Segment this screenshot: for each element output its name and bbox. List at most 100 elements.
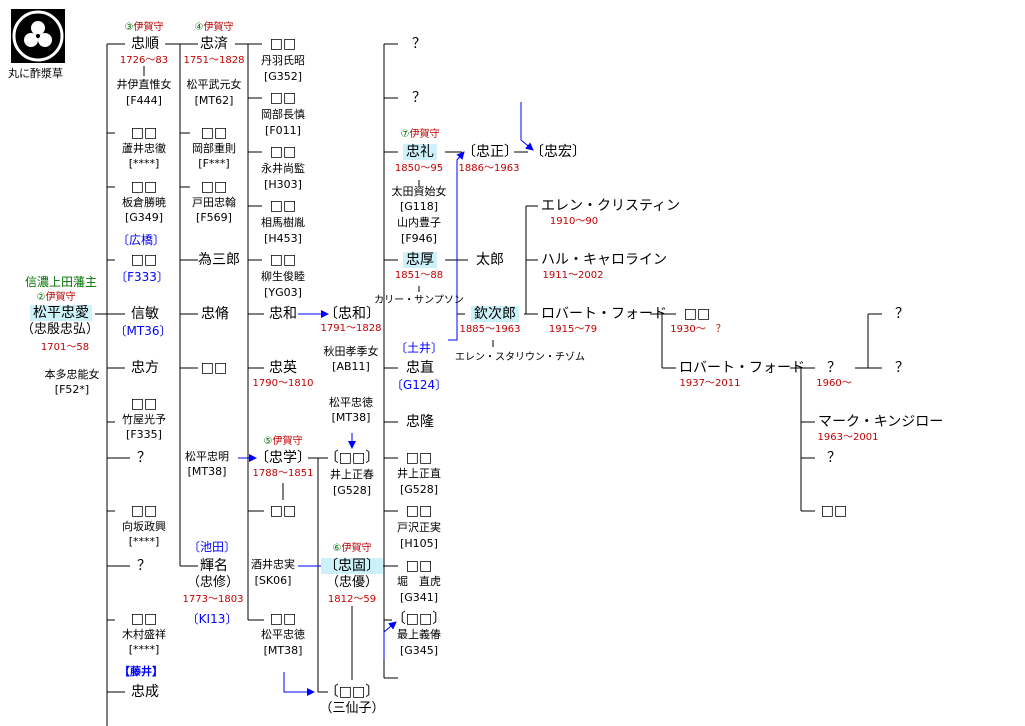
c5-tadataka[interactable]: 忠隆 [406,414,434,430]
c2-teruna[interactable]: 輝名 [200,558,228,574]
c1-q2: ？ [137,558,151,574]
c7-robert1-years: 1915～79 [548,324,598,335]
c4-box1[interactable]: 〔□□〕 [324,450,380,466]
c2-tadazumi[interactable]: 忠済 [200,36,228,52]
c1-box5-code: [****] [128,535,160,548]
c0-wife-code: [F52*] [54,383,90,396]
c1-box4[interactable]: □□ [130,396,158,412]
c2-box2[interactable]: □□ [200,179,228,195]
c2-box1[interactable]: □□ [200,125,228,141]
c5-box1[interactable]: □□ [405,450,433,466]
c2-box3[interactable]: □□ [200,360,228,376]
c2-box1-spouse: 岡部重則 [192,142,236,155]
c1-box2-code: [G349] [124,211,164,224]
c3-box6[interactable]: □□ [269,503,297,519]
c5-box4[interactable]: 〔□□〕 [391,611,447,627]
c1-rank: ③伊賀守 [124,22,164,33]
c4-box1-spouse: 井上正春 [330,468,374,481]
c1-box1[interactable]: □□ [130,125,158,141]
c6-kinjiro[interactable]: 欽次郎 [471,306,519,323]
c5-doi: 〔土井〕 [394,341,444,355]
c5-tadaatsu-wife: カリー・サンプソン [374,295,464,306]
c3-box7-code: [MT38] [263,644,303,657]
c1-fujii: 【藤井】 [119,665,163,678]
c1-box2[interactable]: □□ [130,179,158,195]
c0-name[interactable]: 松平忠愛 [30,305,92,322]
c1-box6-spouse: 木村盛祥 [122,628,166,641]
c2-tadaaki-src: 松平忠明 [185,450,229,463]
c5-tadaatsu[interactable]: 忠厚 [403,252,437,269]
c7-tadahiro[interactable]: 〔忠宏〕 [530,144,586,160]
c3-box7[interactable]: □□ [269,611,297,627]
c2-ikeda: 〔池田〕 [187,540,237,554]
c5-tadanari-wife2-code: [F946] [401,232,437,245]
c5-q1: ？ [412,36,426,52]
c2-tadanaga[interactable]: 忠脩 [201,306,229,322]
c9-box1[interactable]: □□ [820,503,848,519]
c1-hirohashi: 〔広橋〕 [116,233,166,247]
c8-robert2[interactable]: ロバート・フォード [679,360,805,376]
c0-title: 信濃上田藩主 [24,275,98,289]
c1-tadanori[interactable]: 忠順 [131,36,159,52]
c7-robert1[interactable]: ロバート・フォード [541,306,667,322]
c1-box3[interactable]: □□ [130,252,158,268]
c8-box1[interactable]: □□ [683,306,711,322]
c9-mark[interactable]: マーク・キンジロー [818,414,944,430]
c4-tadakata-years: 1812～59 [327,594,377,605]
c5-box1-code: [G528] [399,483,439,496]
c4-tadakata[interactable]: 〔忠固〕 [321,558,383,575]
c5-tadanao-code: 〔G124〕 [390,378,448,392]
c2-teruna-alias: （忠修） [186,575,240,590]
c5-tadanari[interactable]: 忠礼 [403,144,437,161]
c5-tadanari-wife1: 太田資始女 [391,185,447,198]
c4-box2[interactable]: 〔□□〕 [324,684,380,700]
c6-taro[interactable]: 太郎 [476,252,504,268]
c3-tadazane[interactable]: 〔忠学〕 [255,450,311,466]
c6-tadamasa-years: 1886～1963 [458,163,520,174]
c5-tadaatsu-years: 1851～88 [394,270,444,281]
c0-wife: 本多忠能女 [44,368,100,381]
crest-icon [11,9,65,63]
c0-rank: ②伊賀守 [36,292,76,303]
c1-tadanori-wife-code: [F444] [126,94,162,107]
c5-box2-spouse: 戸沢正実 [397,521,441,534]
c2-teruna-code: 〔KI13〕 [186,612,238,626]
c4-tadakazu[interactable]: 〔忠和〕 [324,306,380,322]
c8-robert2-years: 1937～2011 [679,378,741,389]
c6-tadamasa[interactable]: 〔忠正〕 [462,144,518,160]
c7-ellen[interactable]: エレン・クリスティン [541,198,681,214]
c3-sakai-code: [SK06] [254,574,292,587]
c5-tadanari-wife1-code: [G118] [399,200,439,213]
c2-tadazumi-wife: 松平武元女 [186,78,242,91]
c3-box5[interactable]: □□ [269,252,297,268]
c1-tadakata[interactable]: 忠方 [131,360,159,376]
c3-box3[interactable]: □□ [269,144,297,160]
c4-tadakazu-wife: 秋田孝季女 [323,345,379,358]
c3-box1[interactable]: □□ [269,36,297,52]
c9-q1-years: 1960～ [816,378,852,389]
c3-box4[interactable]: □□ [269,198,297,214]
c1-tadanori-wife: 井伊直惟女 [116,78,172,91]
c1-tadanari[interactable]: 忠成 [131,684,159,700]
c3-tadahide[interactable]: 忠英 [269,360,297,376]
c3-box2[interactable]: □□ [269,90,297,106]
c1-box5[interactable]: □□ [130,503,158,519]
c1-box5-spouse: 向坂政興 [122,520,166,533]
c3-box5-spouse: 柳生俊睦 [261,270,305,283]
c1-nobutoshi-code: 〔MT36〕 [114,324,172,338]
c1-nobutoshi[interactable]: 信敏 [131,306,159,322]
c5-rank: ⑦伊賀守 [400,129,440,140]
c9-mark-years: 1963～2001 [817,432,879,443]
c3-box1-code: [G352] [263,70,303,83]
c1-box6[interactable]: □□ [130,611,158,627]
c5-box3[interactable]: □□ [405,558,433,574]
c7-hal-years: 1911～2002 [542,270,604,281]
c2-tamesaburo[interactable]: 為三郎 [198,252,240,268]
c9-q2: ？ [827,450,841,466]
c3-tadakazu[interactable]: 忠和 [269,306,297,322]
c7-hal[interactable]: ハル・キャロライン [541,252,667,268]
c5-tadanao[interactable]: 忠直 [406,360,434,376]
c4-tadanori-code: [MT38] [331,411,371,424]
c3-tadazane-years: 1788～1851 [252,468,314,479]
c5-box2[interactable]: □□ [405,503,433,519]
